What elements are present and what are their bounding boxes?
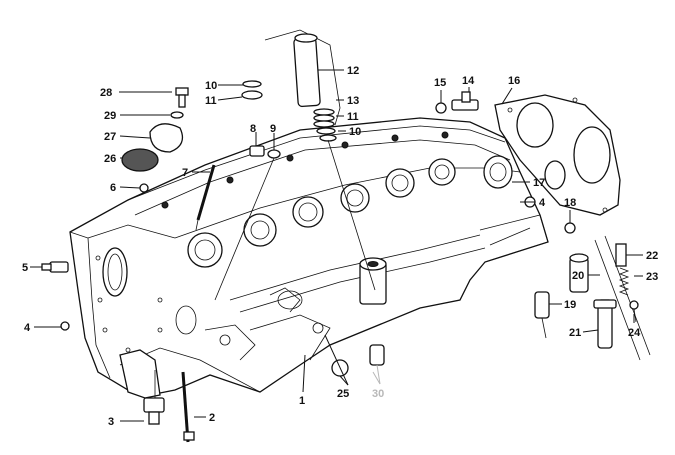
bolt-part-8 — [249, 145, 265, 157]
callout-24: 24 — [628, 327, 641, 339]
fitting-part-14 — [451, 91, 479, 111]
callout-11-upper: 11 — [205, 95, 217, 107]
callout-12: 12 — [347, 65, 359, 77]
top-bolt-holes — [161, 131, 449, 209]
callout-18: 18 — [564, 197, 576, 209]
bolt-part-24 — [629, 300, 639, 323]
callout-2: 2 — [209, 412, 215, 424]
callout-13: 13 — [347, 95, 359, 107]
nut-part-15 — [435, 102, 447, 114]
callout-26: 26 — [104, 153, 116, 165]
callout-3: 3 — [108, 416, 114, 428]
sleeve-part-30 — [369, 344, 385, 366]
callout-23: 23 — [646, 271, 658, 283]
sender-part-3 — [143, 370, 165, 425]
washer-part-9 — [267, 149, 281, 159]
bearing-bores — [187, 158, 456, 268]
callout-16: 16 — [508, 75, 520, 87]
plug-part-4-left — [60, 321, 70, 331]
bolt-part-2 — [181, 371, 195, 443]
callout-9: 9 — [270, 123, 276, 135]
screen-part-26 — [121, 148, 159, 172]
callout-17: 17 — [533, 177, 545, 189]
rear-gasket-plate — [494, 94, 621, 216]
callout-21: 21 — [569, 327, 581, 339]
callout-labels: 28 29 27 26 6 7 8 9 10 11 12 13 11 10 15… — [22, 65, 658, 428]
callout-25: 25 — [337, 388, 349, 400]
callout-28: 28 — [100, 87, 112, 99]
callout-22: 22 — [646, 250, 658, 262]
stud-part-7 — [195, 164, 216, 231]
bolt-part-28 — [175, 87, 189, 108]
callout-4-right: 4 — [539, 197, 546, 209]
plug-part-18 — [564, 222, 576, 234]
callout-8: 8 — [250, 123, 256, 135]
cover-part-27 — [149, 123, 184, 153]
callout-30: 30 — [372, 388, 384, 400]
callout-19: 19 — [564, 299, 576, 311]
plug-part-6 — [139, 183, 149, 193]
callout-5: 5 — [22, 262, 28, 274]
callout-6: 6 — [110, 182, 116, 194]
leader-lines — [30, 69, 643, 422]
callout-20: 20 — [572, 270, 584, 282]
callout-10-lower: 10 — [349, 126, 361, 138]
plug-part-5 — [41, 261, 69, 273]
callout-27: 27 — [104, 131, 116, 143]
sensor-part-19 — [534, 291, 550, 339]
tube-part-12 — [264, 29, 341, 126]
clip-parts-10-11 — [241, 80, 263, 100]
callout-15: 15 — [434, 77, 446, 89]
piston-part-21 — [593, 299, 617, 349]
spring-part-13 — [313, 108, 376, 291]
callout-1: 1 — [299, 395, 305, 407]
callout-29: 29 — [104, 110, 116, 122]
callout-4-left: 4 — [24, 322, 31, 334]
seal-part-17 — [483, 155, 513, 189]
callout-11-lower: 11 — [347, 111, 359, 123]
washer-part-29 — [170, 111, 184, 119]
callout-10-upper: 10 — [205, 80, 217, 92]
callout-7: 7 — [182, 167, 188, 179]
callout-14: 14 — [462, 75, 475, 87]
sleeve-part-20 — [569, 253, 589, 293]
